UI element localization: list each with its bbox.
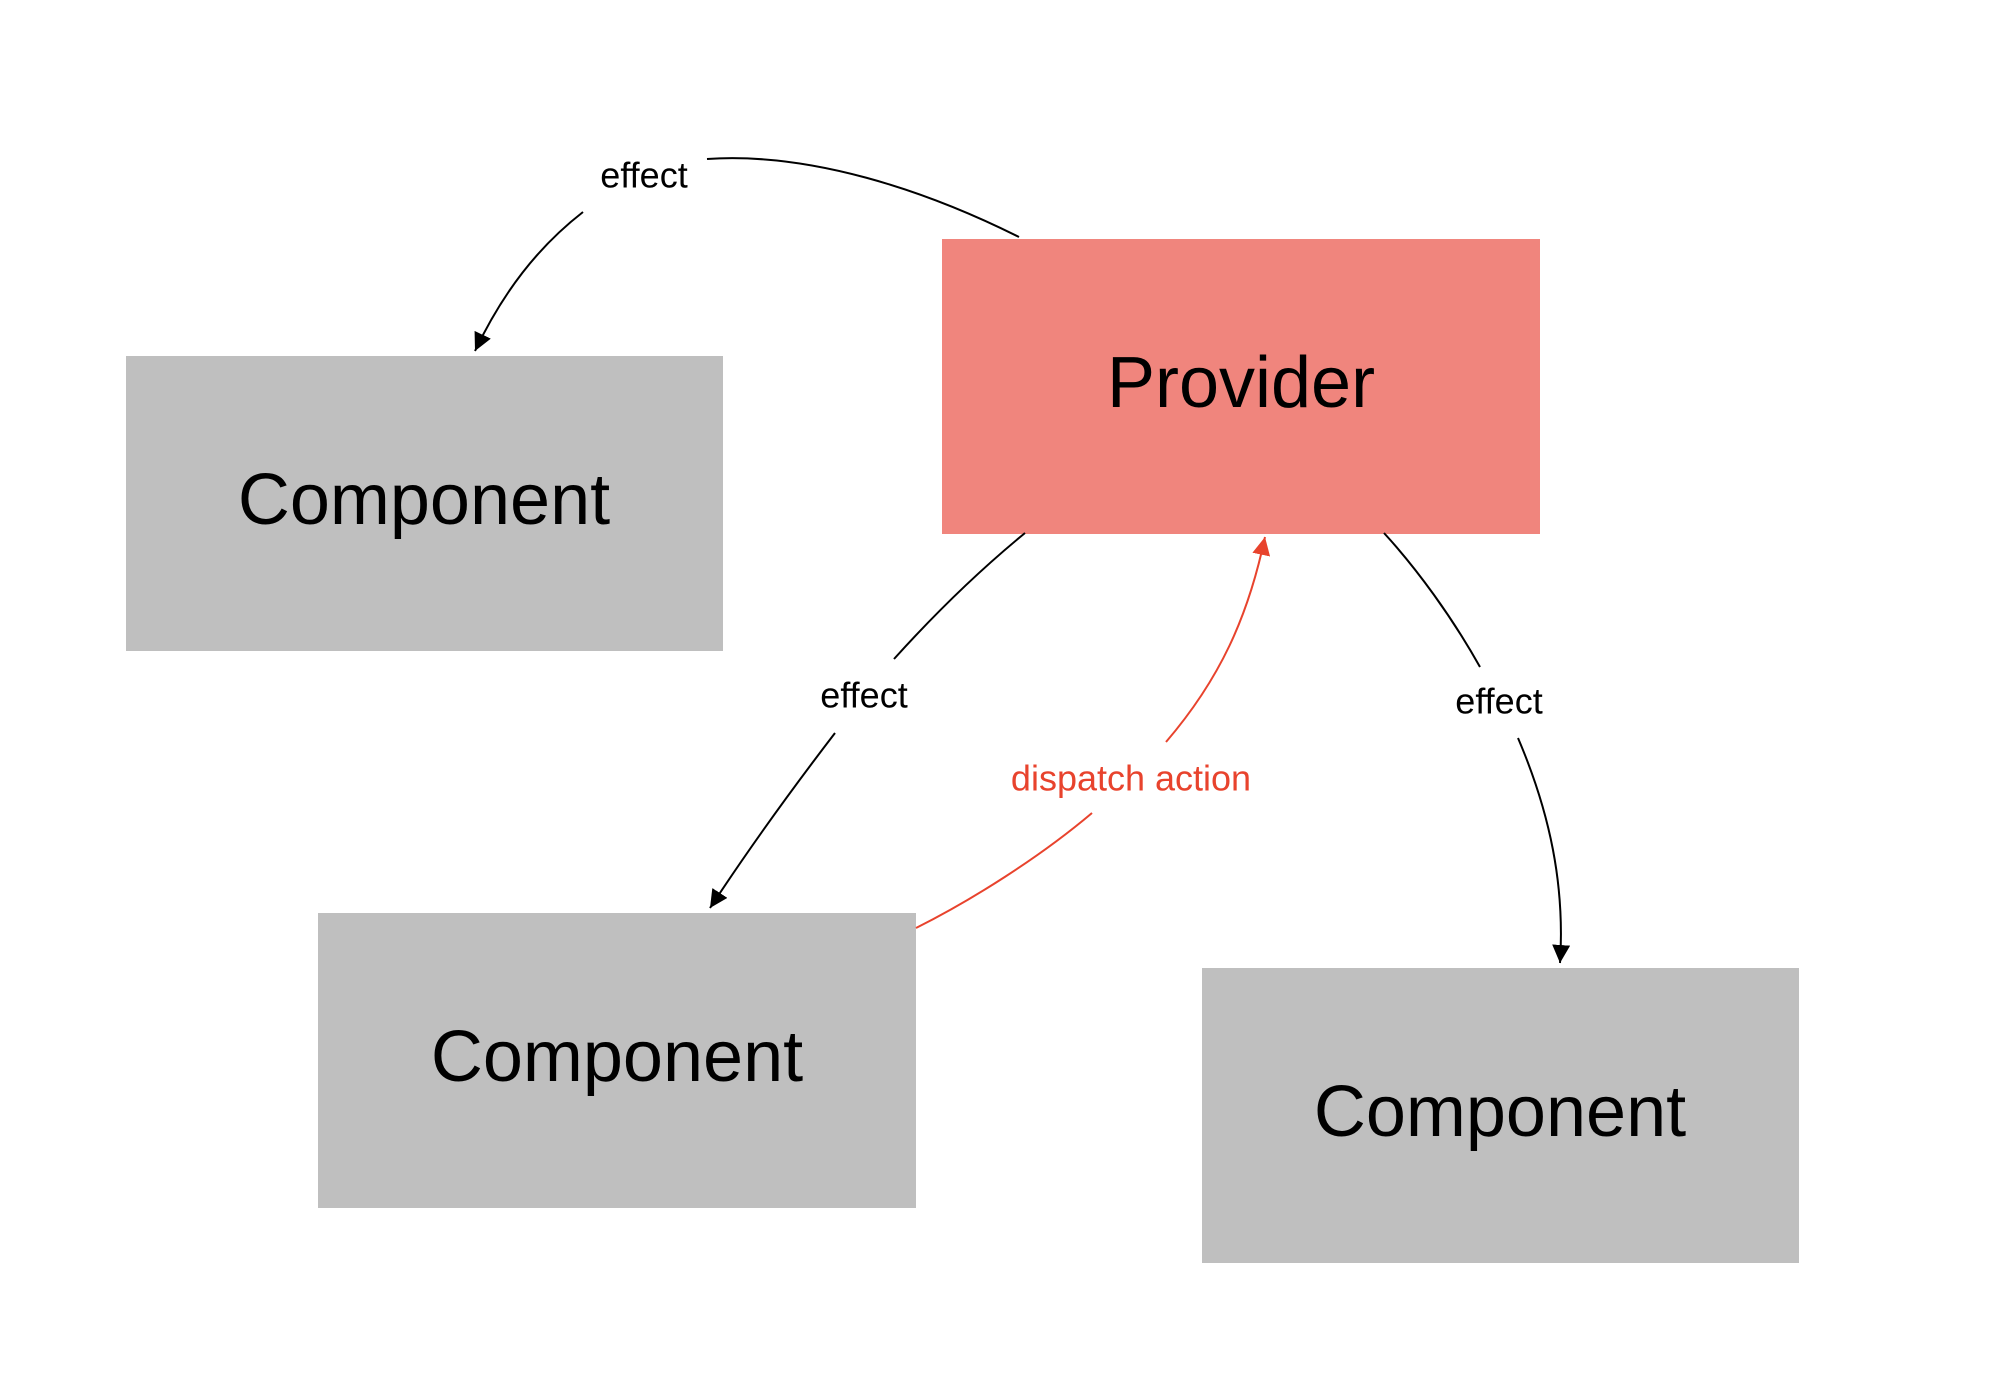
component-bottom-right-box xyxy=(1202,968,1799,1263)
effect-edge-bottom-right-lower xyxy=(1517,737,1571,964)
component-bottom-right-label: Component xyxy=(1314,1072,1686,1152)
component-bottom-left-box xyxy=(318,913,916,1208)
component-top-left-box xyxy=(126,356,723,651)
effect-label-bottom-left: effect xyxy=(820,675,907,716)
provider-box xyxy=(942,239,1540,534)
effect-edge-bottom-left-lower xyxy=(709,732,836,909)
effect-edge-top-left-lower xyxy=(474,211,584,352)
dispatch-action-edge-upper xyxy=(1165,536,1271,743)
effect-label-top-left: effect xyxy=(600,155,687,196)
effect-edge-bottom-right-upper xyxy=(1383,532,1481,668)
component-top-left-label: Component xyxy=(238,460,610,540)
dispatch-action-edge-lower xyxy=(915,812,1093,929)
dispatch-action-label: dispatch action xyxy=(1011,758,1251,799)
effect-edge-top-left-upper xyxy=(706,157,1020,238)
component-bottom-left-label: Component xyxy=(431,1017,803,1097)
provider-label: Provider xyxy=(1107,343,1375,423)
effect-edge-bottom-left-upper xyxy=(893,532,1026,660)
effect-label-bottom-right: effect xyxy=(1455,681,1542,722)
